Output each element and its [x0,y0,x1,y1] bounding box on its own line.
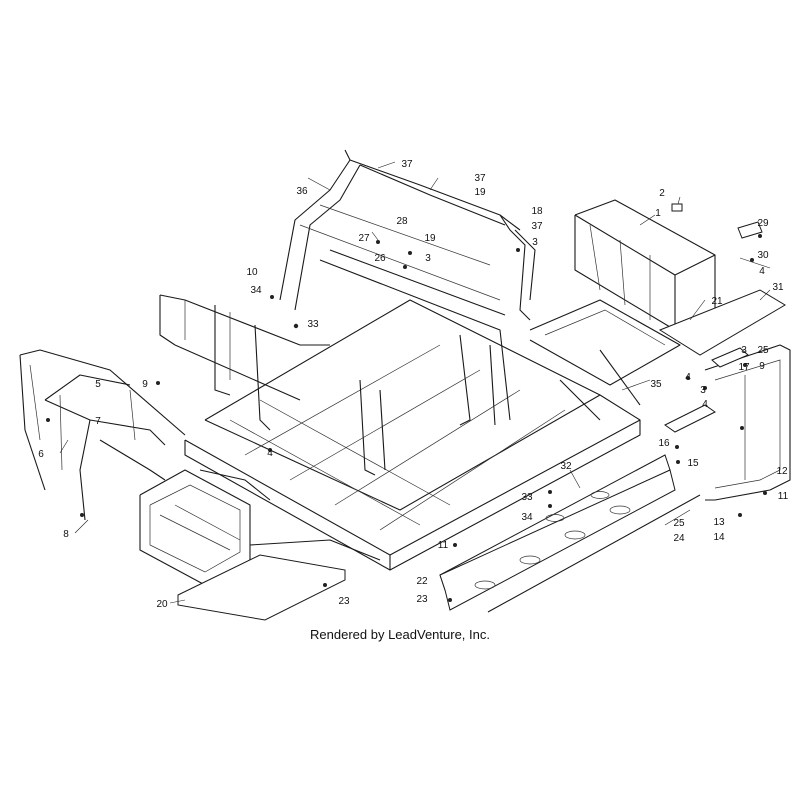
latch-plate [671,203,683,212]
callout-label: 16 [658,438,670,449]
callout-label: 3 [425,253,431,264]
fastener-dots [46,234,767,602]
callout-label: 18 [531,206,543,217]
skid-plates [177,203,786,621]
tailgate-bracket [737,221,763,239]
seal-strip [487,494,701,613]
callout-label: 23 [338,596,350,607]
callout-label: 25 [673,518,685,529]
callout-labels: 1 2 3 3 3 3 4 4 4 4 5 6 7 8 9 9 10 11 11… [38,159,788,610]
front-skid-plate [177,554,346,621]
callout-label: 37 [401,159,413,170]
callout-label: 30 [757,250,769,261]
callout-label: 3 [741,345,747,356]
callout-label: 17 [738,362,750,373]
callout-label: 37 [474,173,486,184]
mount-bracket-upper [711,347,749,368]
callout-label: 3 [700,385,706,396]
callout-label: 21 [711,296,723,307]
callout-label: 37 [531,221,543,232]
callout-label: 1 [655,208,661,219]
leader-lines [59,161,771,604]
callout-label: 7 [95,416,101,427]
callout-label: 12 [776,466,788,477]
callout-label: 4 [267,448,273,459]
callout-label: 32 [560,461,572,472]
callout-label: 27 [358,233,370,244]
callout-label: 11 [778,491,789,502]
callout-label: 9 [759,361,765,372]
callout-label: 23 [416,594,428,605]
callout-label: 35 [650,379,662,390]
callout-label: 19 [424,233,436,244]
callout-label: 2 [659,188,665,199]
chassis-frame [19,149,791,586]
rear-floor-plate [658,289,786,356]
callout-label: 29 [757,218,769,229]
mount-bracket [664,404,716,433]
callout-label: 5 [95,379,101,390]
callout-label: 15 [687,458,699,469]
center-skid-plate-body [439,469,676,611]
render-credit: Rendered by LeadVenture, Inc. [310,627,490,642]
callout-label: 6 [38,449,44,460]
callout-label: 19 [474,187,486,198]
callout-label: 25 [757,345,769,356]
callout-label: 28 [396,216,408,227]
callout-label: 33 [307,319,319,330]
callout-label: 33 [521,492,533,503]
callout-label: 14 [713,532,725,543]
callout-label: 22 [416,576,428,587]
callout-label: 10 [246,267,258,278]
callout-label: 9 [142,379,148,390]
callout-label: 4 [702,399,708,410]
callout-label: 24 [673,533,685,544]
callout-label: 36 [296,186,308,197]
callout-label: 20 [156,599,168,610]
callout-label: 8 [63,529,69,540]
callout-label: 11 [438,540,449,551]
callout-label: 31 [772,282,784,293]
callout-label: 34 [521,512,533,523]
callout-label: 26 [374,253,386,264]
callout-label: 13 [713,517,725,528]
callout-label: 4 [759,266,765,277]
callout-label: 4 [685,372,691,383]
callout-label: 34 [250,285,262,296]
callout-label: 3 [532,237,538,248]
